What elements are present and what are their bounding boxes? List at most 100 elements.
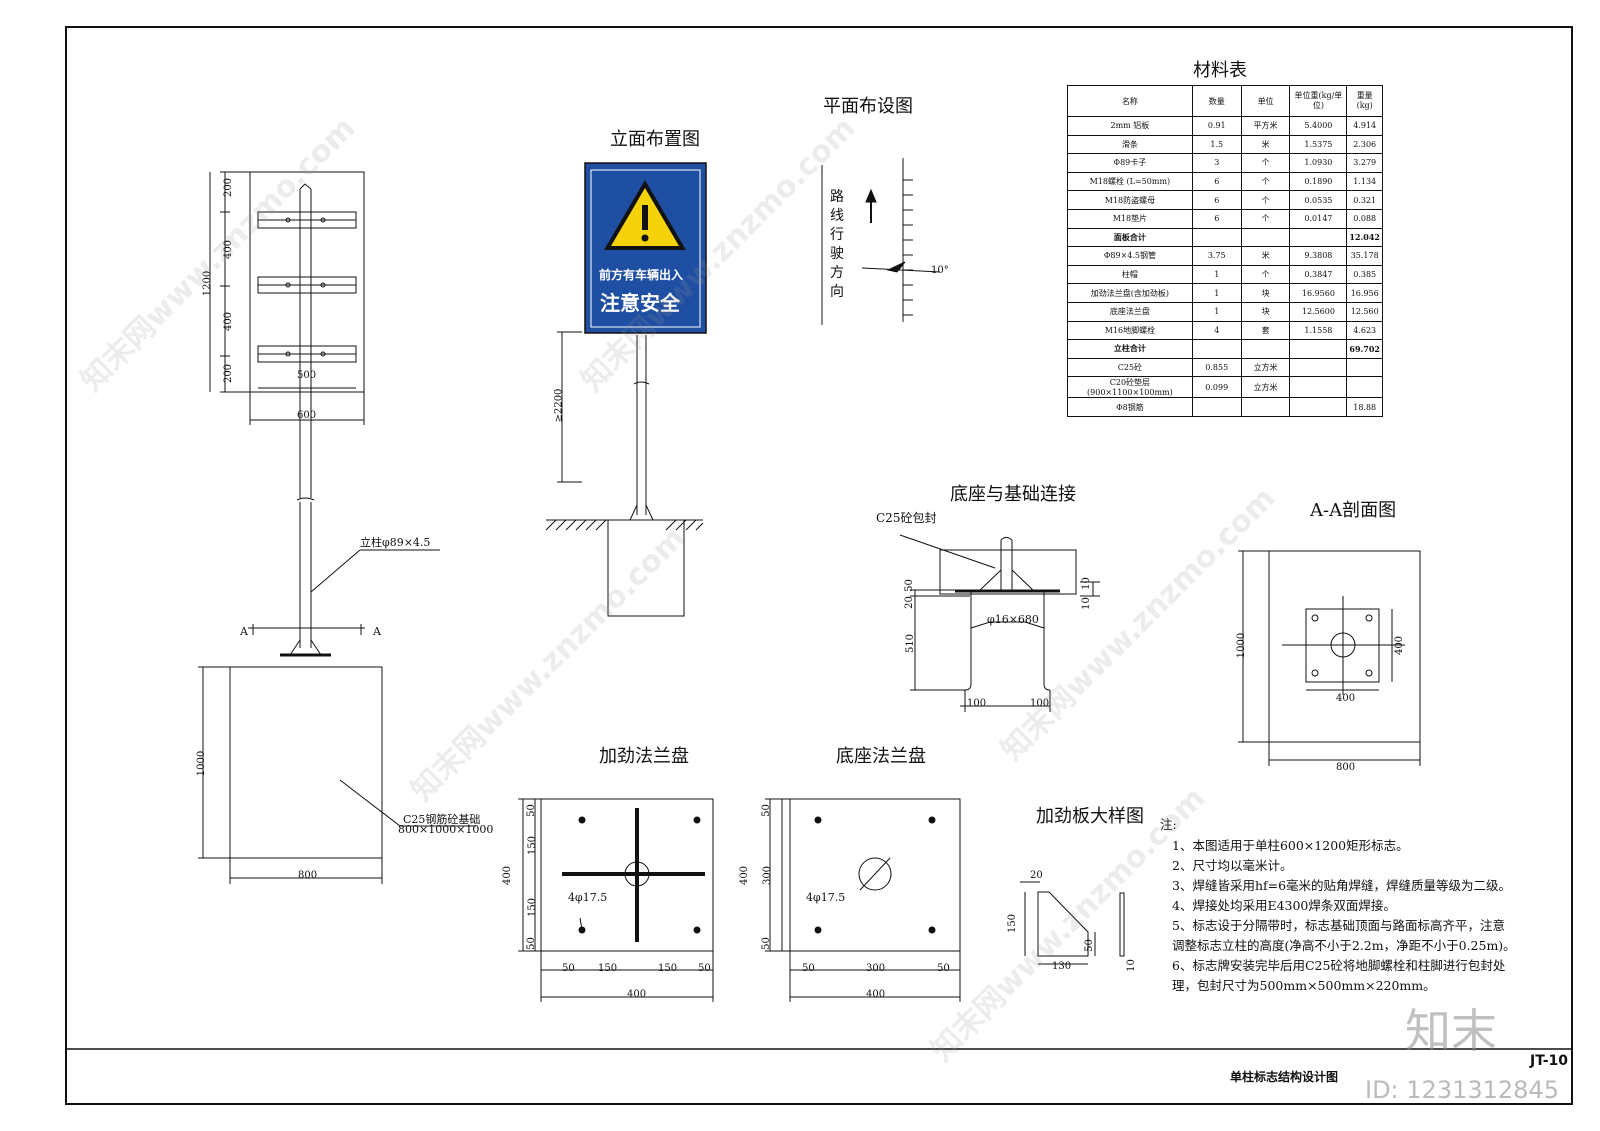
table-cell: 块	[1240, 283, 1291, 303]
table-cell: 套	[1240, 320, 1291, 341]
table-cell	[1289, 227, 1348, 248]
table-cell	[1289, 376, 1348, 399]
dim-510-bc: 510	[905, 633, 917, 654]
table-cell: 12.5600	[1289, 301, 1348, 322]
table-cell: 底座法兰盘	[1067, 301, 1193, 322]
dim-50-sf-c: 50	[562, 963, 575, 974]
table-cell: 米	[1240, 246, 1291, 266]
aa-section	[1238, 550, 1421, 766]
dim-10-bc-b: 10	[1080, 597, 1092, 610]
left-elevation	[198, 171, 476, 884]
note-item: 理，包封尺寸为500mm×500mm×220mm。	[1172, 978, 1436, 993]
table-cell: 个	[1240, 171, 1291, 192]
dim-800-aa: 800	[1336, 762, 1356, 773]
holes-label-bf: 4φ17.5	[806, 891, 846, 904]
note-item: 5、标志设于分隔带时，标志基础顶面与路面标高齐平，注意	[1172, 918, 1505, 933]
table-cell: 滑条	[1067, 134, 1193, 155]
stiffener-detail	[1020, 881, 1125, 965]
table-cell: 35.178	[1346, 246, 1383, 266]
dim-150-sf-b: 150	[527, 897, 539, 918]
table-cell: 1.1558	[1289, 320, 1348, 341]
holes-label-sf: 4φ17.5	[568, 891, 608, 904]
table-cell: 0.3847	[1289, 264, 1348, 285]
table-cell: M18垫片	[1067, 208, 1193, 229]
title-stiffened-flange: 加劲法兰盘	[599, 746, 689, 767]
table-cell: 18.88	[1346, 397, 1383, 417]
dim-130-sd: 130	[1052, 961, 1072, 972]
table-header-row: 名称 数量 单位 单位重(kg/单位) 重量(kg)	[1067, 85, 1383, 117]
dim-20-sd: 20	[1030, 870, 1043, 881]
table-header-cell: 名称	[1067, 85, 1193, 117]
table-cell: 4	[1191, 320, 1242, 341]
dim-800-left: 800	[298, 870, 318, 881]
sign-text-line2: 注意安全	[600, 291, 680, 315]
table-cell: M18螺栓 (L=50mm)	[1067, 171, 1193, 192]
table-cell	[1191, 397, 1242, 417]
dim-50-bc: 50	[903, 579, 915, 592]
table-cell: 0.1890	[1289, 171, 1348, 192]
table-cell: 0.0147	[1289, 208, 1348, 229]
table-cell	[1240, 397, 1291, 417]
table-cell: 0.0535	[1289, 190, 1348, 210]
note-item: 3、焊缝皆采用hf=6毫米的贴角焊缝，焊缝质量等级为二级。	[1172, 878, 1512, 893]
table-cell: 个	[1240, 208, 1291, 229]
plan-direction-text: 路线行驶方向	[830, 189, 844, 300]
table-cell: 2.306	[1346, 134, 1383, 155]
table-cell: 立柱合计	[1067, 339, 1193, 359]
table-cell: 0.099	[1191, 376, 1242, 399]
dim-50-bf-a: 50	[760, 804, 772, 817]
table-cell: 1	[1191, 264, 1242, 285]
dim-50-sf-d: 50	[698, 963, 711, 974]
min-height-label: ≥2200	[553, 388, 565, 423]
table-cell: 5.4000	[1289, 116, 1348, 136]
dim-150-sf-a: 150	[527, 835, 539, 856]
table-header-cell: 单位	[1240, 85, 1291, 117]
dim-50-sf-b: 50	[525, 937, 537, 950]
note-item: 1、本图适用于单柱600×1200矩形标志。	[1172, 838, 1409, 853]
dim-400-bf-h: 400	[866, 989, 886, 1000]
title-base-connection: 底座与基础连接	[950, 484, 1076, 505]
table-cell: 4.914	[1346, 116, 1383, 136]
table-cell: 0.321	[1346, 190, 1383, 210]
drawing-number: JT-10	[1530, 1053, 1568, 1069]
table-cell: 0.91	[1191, 116, 1242, 136]
table-cell: 加劲法兰盘(含加劲板)	[1067, 283, 1193, 303]
table-cell: 米	[1240, 134, 1291, 155]
note-item: 2、尺寸均以毫米计。	[1172, 858, 1293, 873]
dim-150-sd: 150	[1007, 913, 1019, 934]
dim-400-aa-h: 400	[1336, 693, 1356, 704]
section-mark-right: A	[373, 625, 381, 638]
note-item: 调整标志立柱的高度(净高不小于2.2m，净距不小于0.25m)。	[1172, 938, 1516, 953]
dim-50-bf-b: 50	[760, 937, 772, 950]
table-cell: 6	[1191, 190, 1242, 210]
dim-150-sf-c: 150	[598, 963, 618, 974]
plan-view	[821, 158, 941, 325]
dim-500: 500	[297, 370, 317, 381]
table-cell: 块	[1240, 301, 1291, 322]
base-connection	[899, 534, 1100, 712]
c25-cover-label: C25砼包封	[876, 511, 937, 525]
watermark-brand: 知末	[1405, 1004, 1497, 1058]
dim-50-sd: 50	[1083, 939, 1095, 952]
table-cell: 16.9560	[1289, 283, 1348, 303]
table-cell: 12.042	[1346, 227, 1383, 248]
table-cell: 0.855	[1191, 357, 1242, 378]
note-item: 6、标志牌安装完毕后用C25砼将地脚螺栓和柱脚进行包封处	[1172, 958, 1506, 973]
dim-1000-aa: 1000	[1236, 632, 1248, 659]
table-cell: 1.134	[1346, 171, 1383, 192]
dim-50-sf-a: 50	[525, 804, 537, 817]
